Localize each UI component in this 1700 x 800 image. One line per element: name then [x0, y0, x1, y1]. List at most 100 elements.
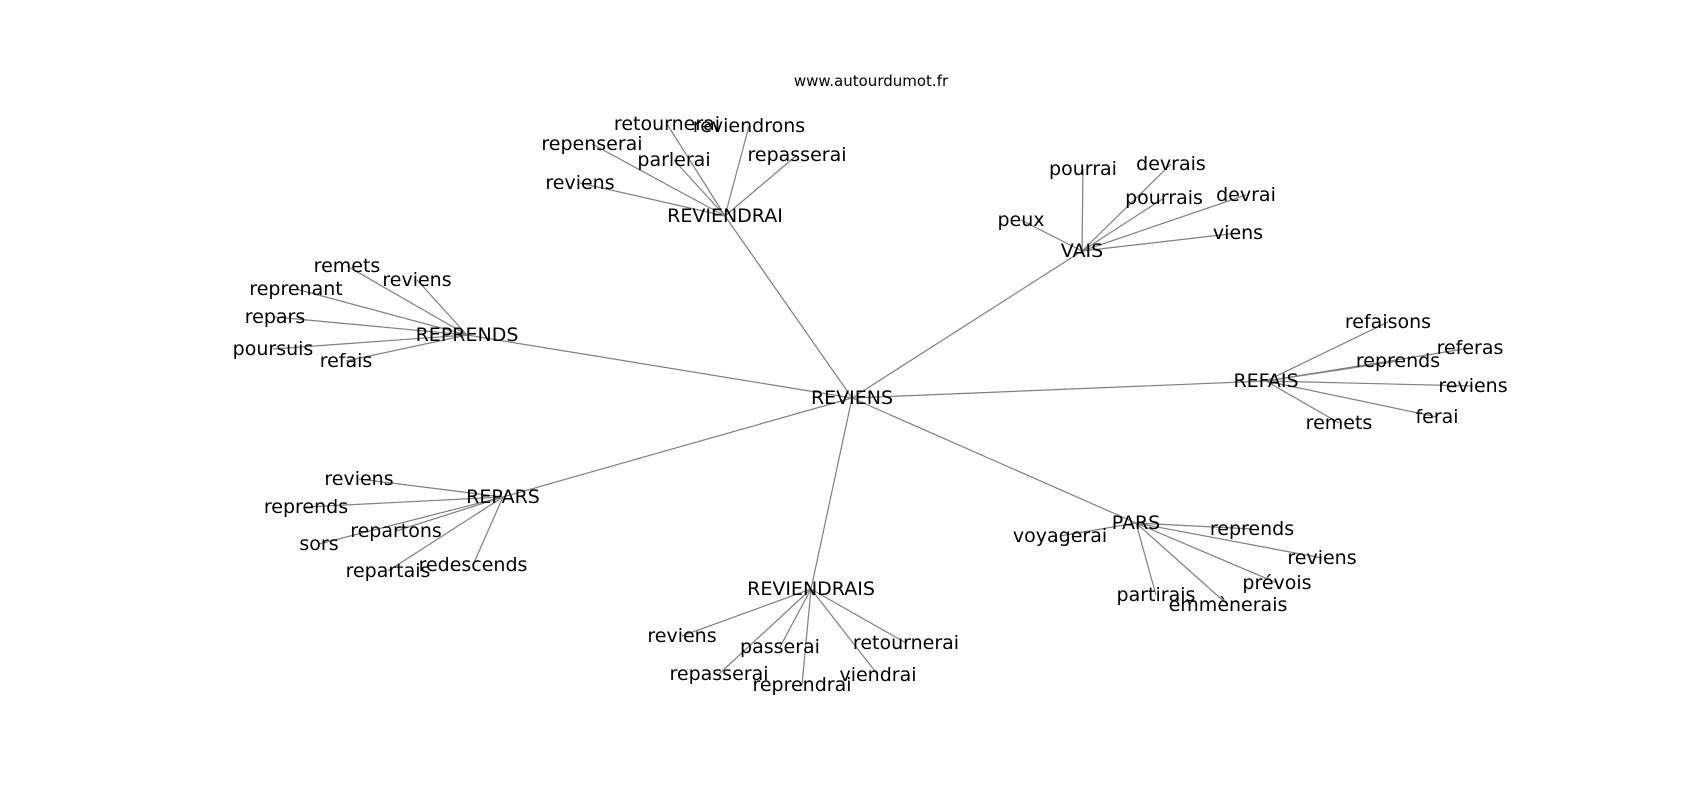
- node-leaf-repars-reviens[interactable]: reviens: [324, 468, 393, 490]
- edge-reviendrais-retournerai: [810, 588, 907, 644]
- node-leaf-vais-pourrai[interactable]: pourrai: [1049, 158, 1117, 180]
- edge-reprends-poursuis: [272, 334, 468, 350]
- node-leaf-refais-ferai[interactable]: ferai: [1415, 406, 1458, 428]
- node-leaf-reprends-reviens[interactable]: reviens: [382, 269, 451, 291]
- node-leaf-reviendrais-retournerai[interactable]: retournerai: [853, 632, 959, 654]
- node-leaf-repars-redescends[interactable]: redescends: [419, 554, 528, 576]
- node-leaf-refais-reviens[interactable]: reviens: [1438, 375, 1507, 397]
- edge-repars-repartais: [387, 496, 504, 572]
- edge-center-reviendrais: [810, 397, 853, 590]
- edge-reviendrai-retournerai: [666, 123, 726, 217]
- edge-refais-refaisons: [1265, 321, 1389, 382]
- edge-vais-peux: [1020, 219, 1083, 252]
- node-hub-reprends[interactable]: REPRENDS: [416, 324, 519, 346]
- edge-center-reprends: [466, 334, 853, 399]
- edge-pars-emmenerais: [1135, 522, 1229, 606]
- edge-pars-reviens: [1135, 522, 1323, 559]
- edge-reviendrai-reviens: [579, 182, 726, 217]
- edge-vais-pourrais: [1081, 197, 1165, 252]
- edge-refais-reviens: [1265, 380, 1474, 387]
- edge-reviendrais-viendrai: [810, 588, 879, 676]
- node-leaf-refais-reprends[interactable]: reprends: [1356, 350, 1440, 372]
- node-hub-reviendrais[interactable]: REVIENDRAIS: [747, 578, 875, 600]
- node-center-reviens[interactable]: REVIENS: [811, 387, 893, 409]
- node-leaf-vais-pourrais[interactable]: pourrais: [1125, 187, 1203, 209]
- edge-reprends-refais: [345, 334, 468, 362]
- node-leaf-refais-refaisons[interactable]: refaisons: [1345, 311, 1431, 333]
- edge-vais-devrai: [1081, 194, 1247, 252]
- node-leaf-reprends-poursuis[interactable]: poursuis: [233, 338, 314, 360]
- edge-reviendrais-repasserai: [718, 588, 812, 675]
- edge-reviendrai-reviendrons: [724, 125, 750, 217]
- edge-center-repars: [502, 397, 853, 498]
- edge-repars-sors: [318, 496, 504, 545]
- node-leaf-reviendrai-retournerai[interactable]: retournerai: [614, 113, 720, 135]
- edge-reviendrais-reviens: [681, 588, 812, 637]
- node-leaf-vais-devrai[interactable]: devrai: [1216, 184, 1276, 206]
- edge-reviendrai-repenserai: [591, 143, 726, 217]
- node-leaf-repars-sors[interactable]: sors: [299, 533, 338, 555]
- watermark: www.autourdumot.fr: [793, 72, 949, 90]
- node-leaf-pars-reviens[interactable]: reviens: [1287, 547, 1356, 569]
- node-leaf-reviendrai-parlerai[interactable]: parlerai: [637, 149, 710, 171]
- node-leaf-vais-devrais[interactable]: devrais: [1136, 153, 1206, 175]
- node-leaf-reprends-remets[interactable]: remets: [314, 255, 381, 277]
- node-leaf-pars-partirais[interactable]: partirais: [1117, 584, 1196, 606]
- node-leaf-reprends-reprenant[interactable]: reprenant: [249, 278, 342, 300]
- node-leaf-reviendrais-passerai[interactable]: passerai: [740, 636, 820, 658]
- node-hub-refais[interactable]: REFAIS: [1233, 370, 1298, 392]
- node-leaf-pars-prevois[interactable]: prévois: [1242, 572, 1311, 594]
- node-leaf-reviendrai-repenserai[interactable]: repenserai: [541, 133, 642, 155]
- edge-reprends-remets: [346, 265, 468, 336]
- node-hub-repars[interactable]: REPARS: [466, 486, 540, 508]
- node-leaf-reviendrais-reviens[interactable]: reviens: [647, 625, 716, 647]
- edge-reprends-reprenant: [295, 288, 468, 336]
- node-leaf-reviendrais-repasserai[interactable]: repasserai: [669, 663, 768, 685]
- edge-refais-ferai: [1265, 380, 1438, 418]
- edge-repars-repartons: [395, 496, 504, 532]
- node-leaf-repars-repartons[interactable]: repartons: [350, 520, 442, 542]
- edge-pars-prevois: [1135, 522, 1278, 584]
- edge-center-reviendrai: [724, 215, 853, 399]
- node-leaf-pars-emmenerais[interactable]: emmènerais: [1169, 594, 1288, 616]
- labels-layer: REVIENSREVIENDRAIretourneraireviendronsr…: [233, 113, 1508, 696]
- node-leaf-pars-reprends[interactable]: reprends: [1210, 518, 1294, 540]
- edge-reviendrais-passerai: [779, 588, 812, 648]
- node-leaf-reviendrais-viendrai[interactable]: viendrai: [839, 664, 916, 686]
- edge-reviendrais-reprendrai: [801, 588, 812, 686]
- node-leaf-reviendrai-reviendrons[interactable]: reviendrons: [693, 115, 805, 137]
- edge-pars-partirais: [1135, 522, 1157, 596]
- node-leaf-reviendrai-reviens[interactable]: reviens: [545, 172, 614, 194]
- edge-repars-reprends: [305, 496, 504, 508]
- edge-vais-devrais: [1081, 163, 1172, 252]
- edge-center-refais: [851, 380, 1267, 399]
- node-leaf-refais-referas[interactable]: referas: [1437, 337, 1504, 359]
- edge-reviendrai-repasserai: [724, 154, 798, 217]
- node-leaf-repars-reprends[interactable]: reprends: [264, 496, 348, 518]
- node-leaf-reviendrai-repasserai[interactable]: repasserai: [747, 144, 846, 166]
- node-leaf-refais-remets[interactable]: remets: [1306, 412, 1373, 434]
- node-leaf-reprends-refais[interactable]: refais: [320, 350, 373, 372]
- node-leaf-vais-viens[interactable]: viens: [1213, 222, 1263, 244]
- node-leaf-reviendrais-reprendrai[interactable]: reprendrai: [752, 674, 851, 696]
- edge-center-vais: [851, 250, 1083, 399]
- node-leaf-vais-peux[interactable]: peux: [997, 209, 1044, 231]
- edge-vais-pourrai: [1081, 168, 1084, 252]
- node-hub-reviendrai[interactable]: REVIENDRAI: [667, 205, 783, 227]
- edge-reviendrai-parlerai: [673, 159, 726, 217]
- edge-center-pars: [851, 397, 1137, 524]
- edges-layer: [272, 123, 1474, 686]
- node-leaf-pars-voyagerai[interactable]: voyagerai: [1013, 525, 1107, 547]
- node-hub-pars[interactable]: PARS: [1112, 512, 1161, 534]
- edge-reprends-reviens: [416, 279, 468, 336]
- edge-pars-reprends: [1135, 522, 1253, 530]
- edge-pars-voyagerai: [1059, 522, 1137, 537]
- node-leaf-repars-repartais[interactable]: repartais: [346, 560, 431, 582]
- edge-refais-remets: [1265, 380, 1340, 424]
- node-hub-vais[interactable]: VAIS: [1061, 240, 1103, 262]
- edge-refais-referas: [1265, 347, 1471, 382]
- edge-reprends-repars: [274, 316, 468, 336]
- edge-vais-viens: [1081, 232, 1239, 252]
- node-leaf-reprends-repars[interactable]: repars: [245, 306, 306, 328]
